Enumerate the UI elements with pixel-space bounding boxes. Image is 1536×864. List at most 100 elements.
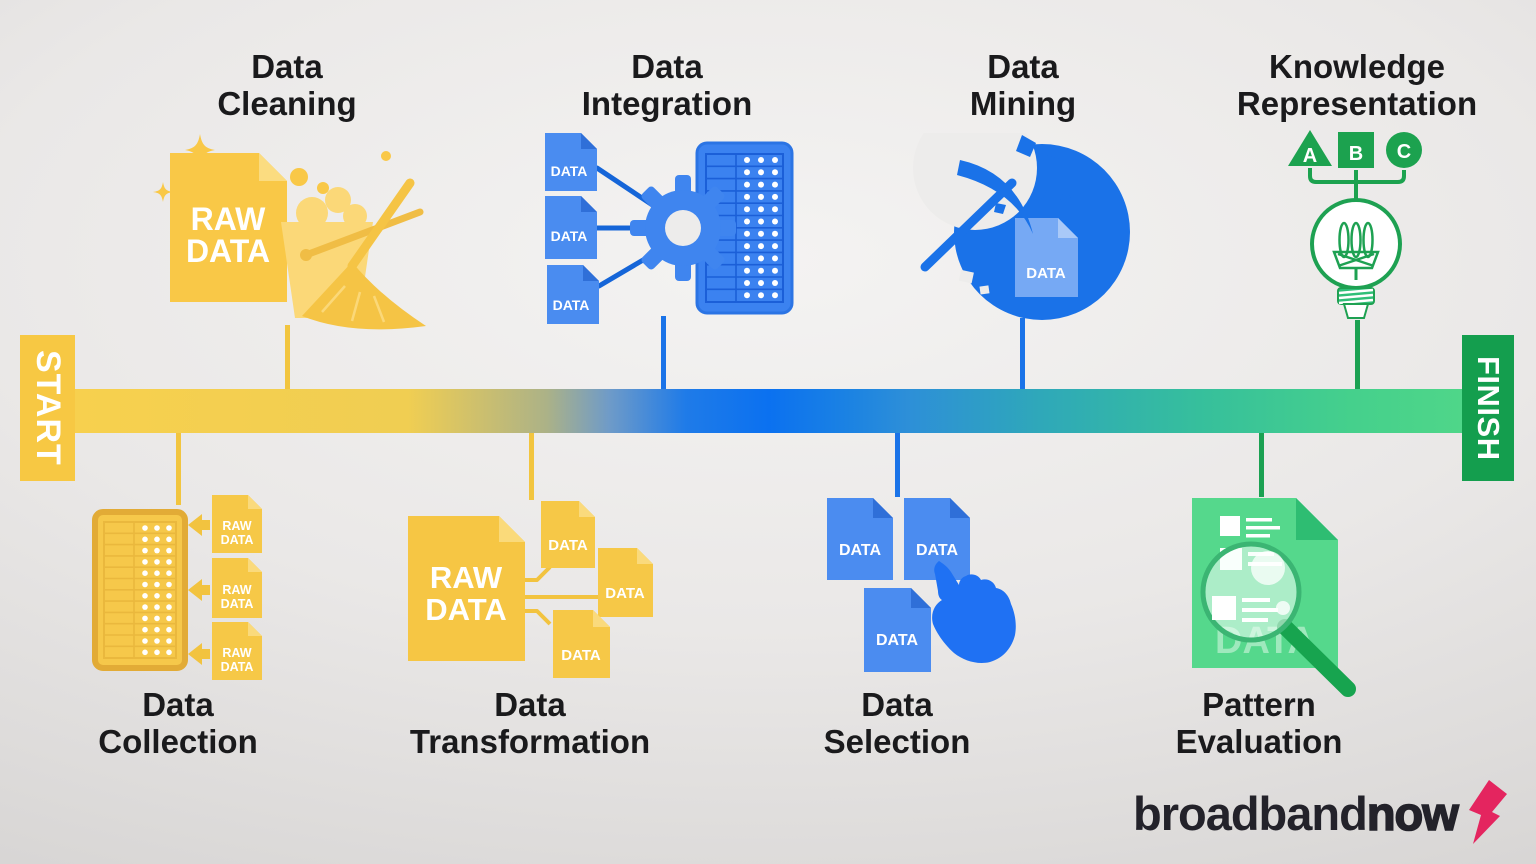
title-line: Knowledge: [1268, 48, 1445, 85]
connector-knowledge-representation: [1355, 320, 1360, 389]
data-label: DATA: [839, 542, 882, 559]
title-data-collection: Data Collection: [98, 686, 258, 760]
filament: [1332, 221, 1380, 280]
title-line: Evaluation: [1175, 723, 1343, 760]
lightning-bolt-icon: [1468, 780, 1507, 844]
data-label: DATA: [186, 233, 270, 269]
connector-data-collection: [176, 433, 181, 505]
knowledge-representation-icon: A B C: [1288, 130, 1422, 319]
data-label: DATA: [221, 660, 254, 674]
lightbulb-icon: [1310, 198, 1402, 319]
title-data-integration: Data Integration: [582, 48, 753, 122]
left-arrow-icon: [188, 514, 210, 665]
data-selection-icon: DATA DATA DATA: [827, 498, 1016, 672]
data-document: DATA: [547, 265, 599, 324]
finish-badge: FINISH: [1462, 335, 1514, 481]
title-line: Data: [494, 686, 566, 723]
start-label: START: [29, 350, 67, 466]
shape-a-triangle: A: [1288, 130, 1332, 167]
start-badge: START: [20, 335, 75, 481]
logo-text-regular: broadband: [1133, 787, 1368, 840]
connector-data-cleaning: [285, 325, 290, 389]
shape-b-square: B: [1338, 132, 1374, 168]
title-line: Cleaning: [217, 85, 357, 122]
title-line: Transformation: [409, 723, 651, 760]
shape-connectors: [1308, 168, 1406, 200]
data-transformation-icon: RAW DATA DATA DATA DATA: [408, 501, 653, 678]
magnified-content: [1212, 551, 1290, 622]
data-label: DATA: [548, 537, 588, 554]
data-label: DATA: [221, 533, 254, 547]
pickaxe-icon: [920, 160, 1033, 272]
data-table: [92, 509, 188, 671]
table-dots: [142, 525, 172, 656]
title-line: Data: [142, 686, 214, 723]
raw-label: RAW: [191, 201, 266, 237]
title-line: Collection: [98, 723, 258, 760]
title-line: Mining: [969, 85, 1077, 122]
data-document: DATA: [545, 196, 597, 259]
broom: [302, 178, 426, 330]
data-label: DATA: [876, 632, 919, 649]
data-document: DATA: [1015, 218, 1078, 297]
pointer-hand-icon: [932, 561, 1016, 663]
letter-b: B: [1349, 143, 1363, 165]
server-dots: [744, 157, 778, 299]
data-mining-icon: DATA: [913, 133, 1130, 320]
shape-c-circle: C: [1386, 132, 1422, 168]
data-document: DATA: [545, 133, 597, 191]
data-document: DATA: [553, 610, 610, 678]
gear-icon: [630, 175, 736, 281]
raw-data-document: RAW DATA: [212, 558, 262, 618]
title-line: Representation: [1236, 85, 1478, 122]
title-line: Integration: [581, 85, 753, 122]
raw-data-document: RAW DATA: [408, 516, 525, 661]
raw-label: RAW: [222, 646, 251, 660]
connector-data-transformation: [529, 433, 534, 500]
data-label: DATA: [551, 228, 588, 244]
data-label: DATA: [1026, 265, 1066, 282]
data-document: DATA: [541, 501, 595, 568]
title-knowledge-representation: Knowledge Representation: [1237, 48, 1477, 122]
connector-data-selection: [895, 433, 900, 497]
raw-data-document: RAW DATA: [170, 153, 287, 302]
data-integration-icon: DATA DATA DATA: [545, 133, 794, 324]
data-label: DATA: [221, 597, 254, 611]
data-label: DATA: [553, 297, 590, 313]
data-document: DATA: [904, 498, 970, 580]
timeline-bar: [75, 389, 1462, 433]
bucket: [281, 187, 424, 318]
magnifier-icon: [1200, 541, 1356, 697]
data-cleaning-icon: RAW DATA: [153, 134, 426, 330]
title-data-mining: Data Mining: [970, 48, 1076, 122]
pattern-evaluation-icon: DATA: [1192, 498, 1356, 697]
circuit-links: [525, 565, 598, 626]
raw-label: RAW: [222, 583, 251, 597]
finish-label: FINISH: [1471, 355, 1506, 461]
raw-data-document: RAW DATA: [212, 495, 262, 553]
title-pattern-evaluation: Pattern Evaluation: [1176, 686, 1343, 760]
data-label: DATA: [916, 542, 959, 559]
title-line: Pattern: [1202, 686, 1316, 723]
title-line: Data: [251, 48, 323, 85]
raw-label: RAW: [222, 519, 251, 533]
bubbles: [290, 151, 391, 194]
title-data-cleaning: Data Cleaning: [217, 48, 356, 122]
data-label: DATA: [551, 163, 588, 179]
data-document: DATA: [827, 498, 893, 580]
data-label: DATA: [425, 592, 507, 627]
data-label: DATA: [561, 647, 601, 664]
title-data-transformation: Data Transformation: [410, 686, 650, 760]
letter-c: C: [1397, 141, 1411, 163]
title-line: Data: [861, 686, 933, 723]
title-line: Data: [987, 48, 1059, 85]
letter-a: A: [1303, 145, 1317, 167]
logo-text-bold: now: [1366, 786, 1460, 841]
connector-data-integration: [661, 316, 666, 389]
title-data-selection: Data Selection: [824, 686, 971, 760]
title-line: Selection: [823, 723, 971, 760]
rock-debris: [994, 135, 1071, 214]
data-label: DATA: [605, 585, 645, 602]
